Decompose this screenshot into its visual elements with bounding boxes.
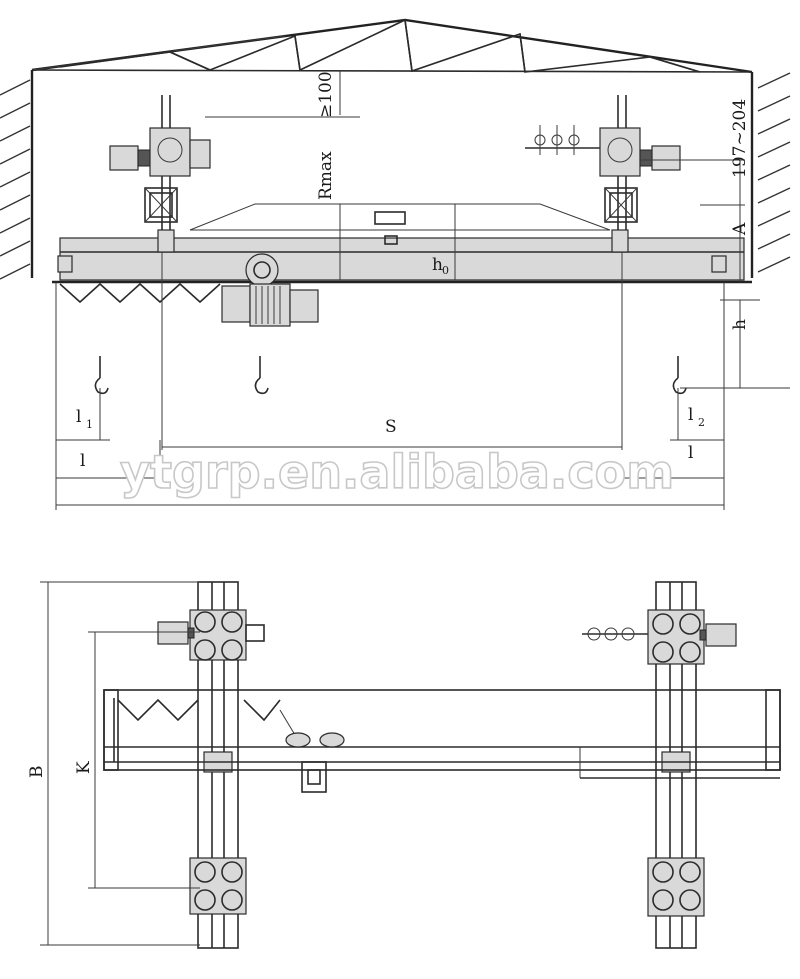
clearance-label: ≥100 — [316, 71, 336, 118]
b-label: B — [27, 766, 47, 779]
electric-hoist — [221, 253, 319, 327]
l1-label: l — [76, 407, 81, 427]
l2-sub-label: 2 — [698, 416, 705, 429]
l-right-label: l — [688, 443, 693, 463]
elevation-view: ≥100 Rmax 197~204 A h 0 h S l 1 l 2 l l — [0, 18, 791, 510]
right-wall-hatch — [757, 72, 791, 273]
watermark: ytgrp.en.alibaba.com — [120, 445, 674, 499]
l-left-label: l — [80, 451, 85, 471]
left-end-beam — [157, 581, 265, 949]
h0-label: h — [432, 255, 443, 275]
dimension-lines — [55, 70, 790, 510]
range-label: 197~204 — [730, 99, 750, 178]
girder-bracing — [59, 282, 221, 304]
h-label: h — [730, 319, 750, 330]
main-girder — [52, 203, 752, 284]
a-label: A — [730, 222, 750, 236]
right-end-beam — [582, 581, 737, 949]
left-wall-hatch — [0, 79, 31, 280]
roof-truss — [31, 18, 753, 74]
k-label: K — [74, 761, 94, 774]
hook-left — [94, 356, 109, 395]
right-end-carriage — [525, 95, 681, 253]
rmax-label: Rmax — [316, 151, 336, 200]
hook-middle — [254, 356, 269, 395]
hook-right — [672, 356, 687, 395]
s-label: S — [385, 417, 397, 437]
l1-sub-label: 1 — [86, 418, 93, 431]
plan-girder — [103, 689, 781, 793]
h0-sub-label: 0 — [442, 264, 449, 277]
plan-view: B K — [27, 581, 781, 949]
left-end-carriage — [109, 95, 211, 253]
plan-dimensions — [40, 581, 200, 946]
l2-label: l — [688, 405, 693, 425]
